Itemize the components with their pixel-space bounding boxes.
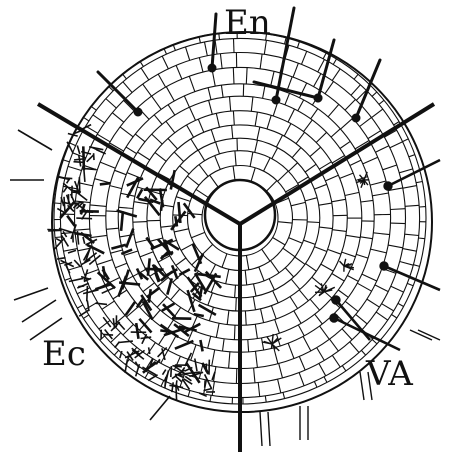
hartig-net-wall xyxy=(175,216,177,226)
hypha-entry-point xyxy=(352,114,360,122)
cell-wall xyxy=(55,203,61,204)
mantle-hypha xyxy=(74,159,82,160)
mantle-hypha xyxy=(171,366,172,377)
hartig-net-wall xyxy=(148,258,150,275)
hypha-entry-point xyxy=(272,96,280,104)
cell-wall xyxy=(55,237,61,238)
hartig-net-wall xyxy=(83,146,84,170)
label-en: En xyxy=(224,3,271,43)
arbuscule-branch xyxy=(364,180,365,185)
hypha-entry-point xyxy=(134,108,142,116)
cell-wall xyxy=(236,298,237,311)
mantle-hypha xyxy=(176,387,177,401)
label-va: VA xyxy=(365,354,413,394)
cell-wall xyxy=(307,222,320,223)
mantle-hypha xyxy=(76,218,92,219)
mantle-hypha xyxy=(48,230,61,231)
mantle-hypha xyxy=(103,334,113,335)
cell-wall xyxy=(233,68,234,84)
va-entry-point xyxy=(380,262,388,270)
hartig-net-wall xyxy=(121,211,123,231)
hypha-entry-point xyxy=(208,64,216,72)
cell-wall xyxy=(133,222,147,223)
hartig-net-wall xyxy=(161,200,162,211)
mantle-hypha xyxy=(84,170,85,182)
hypha-entry-point xyxy=(314,94,322,102)
cell-wall xyxy=(234,325,235,340)
cell-wall xyxy=(419,238,425,239)
va-entry-point xyxy=(384,182,392,190)
va-entry-point xyxy=(332,296,340,304)
mantle-hypha xyxy=(64,197,65,211)
mantle-hypha xyxy=(172,366,181,367)
hartig-net-wall xyxy=(100,183,110,184)
mantle-hypha xyxy=(87,286,88,302)
label-ec: Ec xyxy=(42,334,86,374)
va-entry-point xyxy=(330,314,338,322)
cell-wall xyxy=(391,223,406,224)
